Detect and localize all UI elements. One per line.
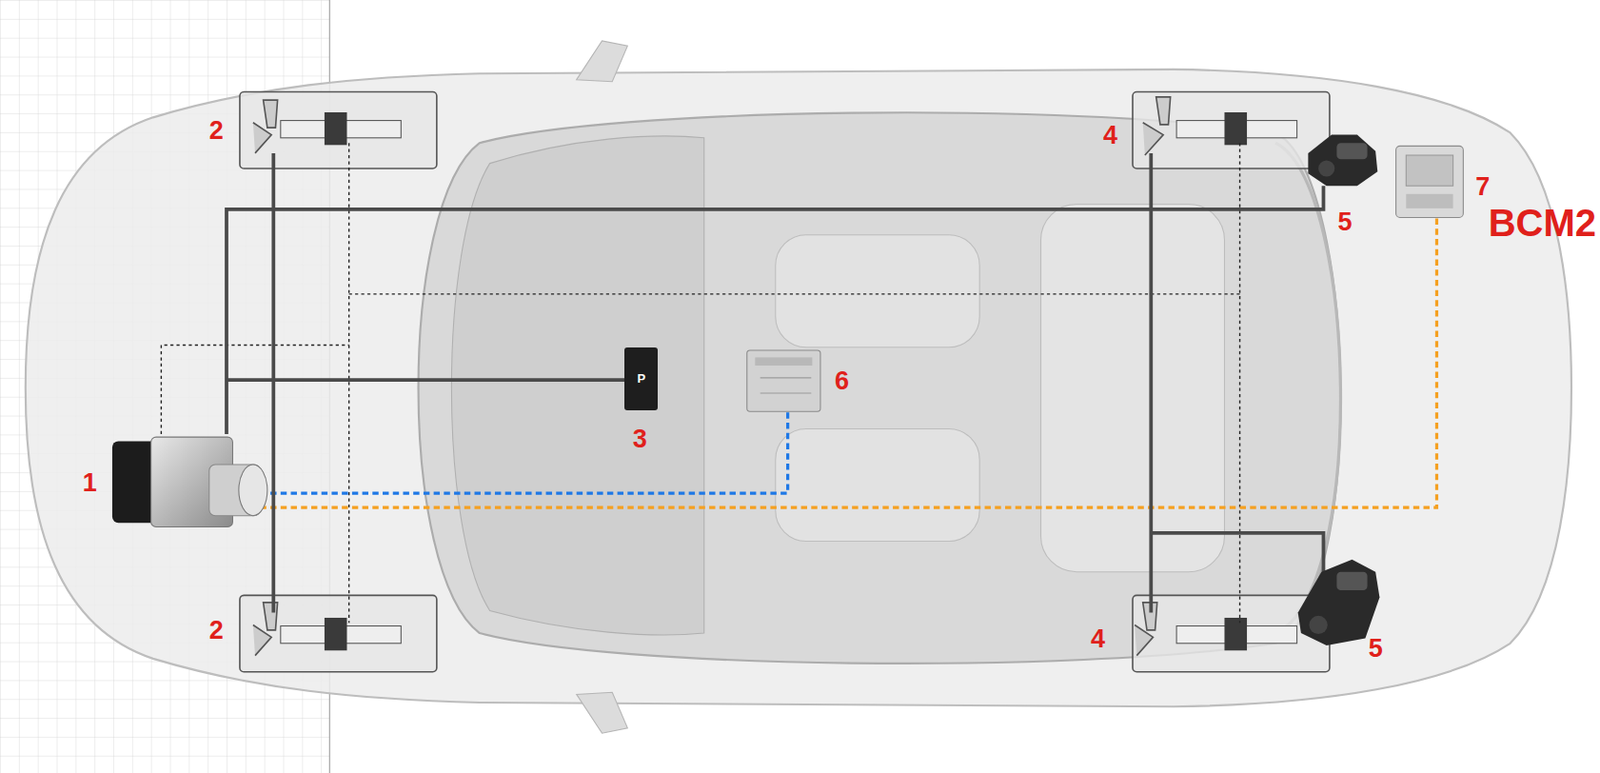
mirror xyxy=(576,40,629,82)
wire xyxy=(226,153,1324,613)
wheel-assembly xyxy=(1132,92,1330,169)
brake-motor xyxy=(1298,559,1381,646)
callout-number: 1 xyxy=(82,470,98,496)
callout-number: 2 xyxy=(209,617,224,644)
wheel-assembly xyxy=(1132,594,1330,672)
abs-unit xyxy=(112,436,268,527)
callout-number: 6 xyxy=(834,368,850,395)
rear-window xyxy=(1275,142,1341,633)
callout-number: 7 xyxy=(1475,174,1490,200)
callout-number: 4 xyxy=(1103,122,1118,149)
wheel-assembly xyxy=(239,92,437,169)
callout-number: 5 xyxy=(1368,635,1383,662)
seat xyxy=(775,235,980,348)
control-module xyxy=(747,350,821,412)
callout-number: 2 xyxy=(209,118,224,144)
seat xyxy=(775,429,980,542)
callout-number: 4 xyxy=(1090,626,1106,652)
park-switch: P xyxy=(624,347,658,412)
orange-dashed-wire xyxy=(259,216,1437,508)
wheel-assembly xyxy=(239,594,437,672)
module-name: BCM2 xyxy=(1488,203,1597,242)
dotted-line xyxy=(160,142,1240,623)
rear-seat xyxy=(1041,204,1225,573)
callout-number: 3 xyxy=(632,426,648,453)
callout-number: 5 xyxy=(1337,209,1352,236)
switch-text: P xyxy=(636,371,646,386)
car-body xyxy=(25,69,1572,707)
mirror xyxy=(576,691,629,733)
cabin xyxy=(418,112,1342,664)
blue-dashed-wire xyxy=(259,410,788,494)
brake-motor xyxy=(1307,135,1378,187)
bcm-module xyxy=(1396,145,1464,218)
